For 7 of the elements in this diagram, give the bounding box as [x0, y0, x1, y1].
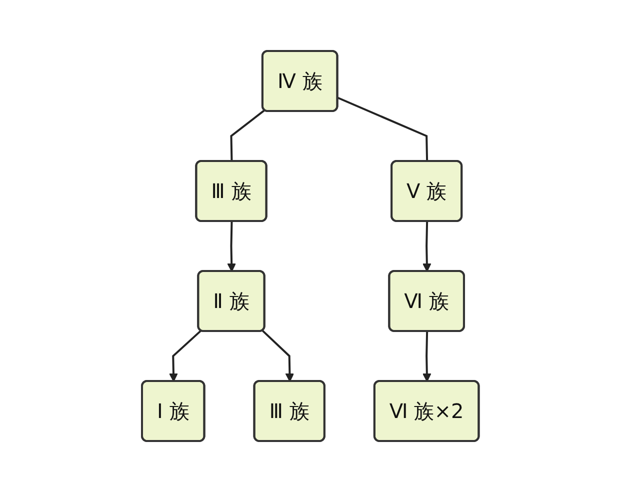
arrow: [169, 329, 202, 382]
connector: [338, 96, 428, 162]
connector: [230, 108, 266, 162]
arrow: [262, 329, 294, 382]
arrow: [422, 220, 432, 272]
arrow: [227, 220, 236, 272]
arrow: [422, 330, 432, 382]
